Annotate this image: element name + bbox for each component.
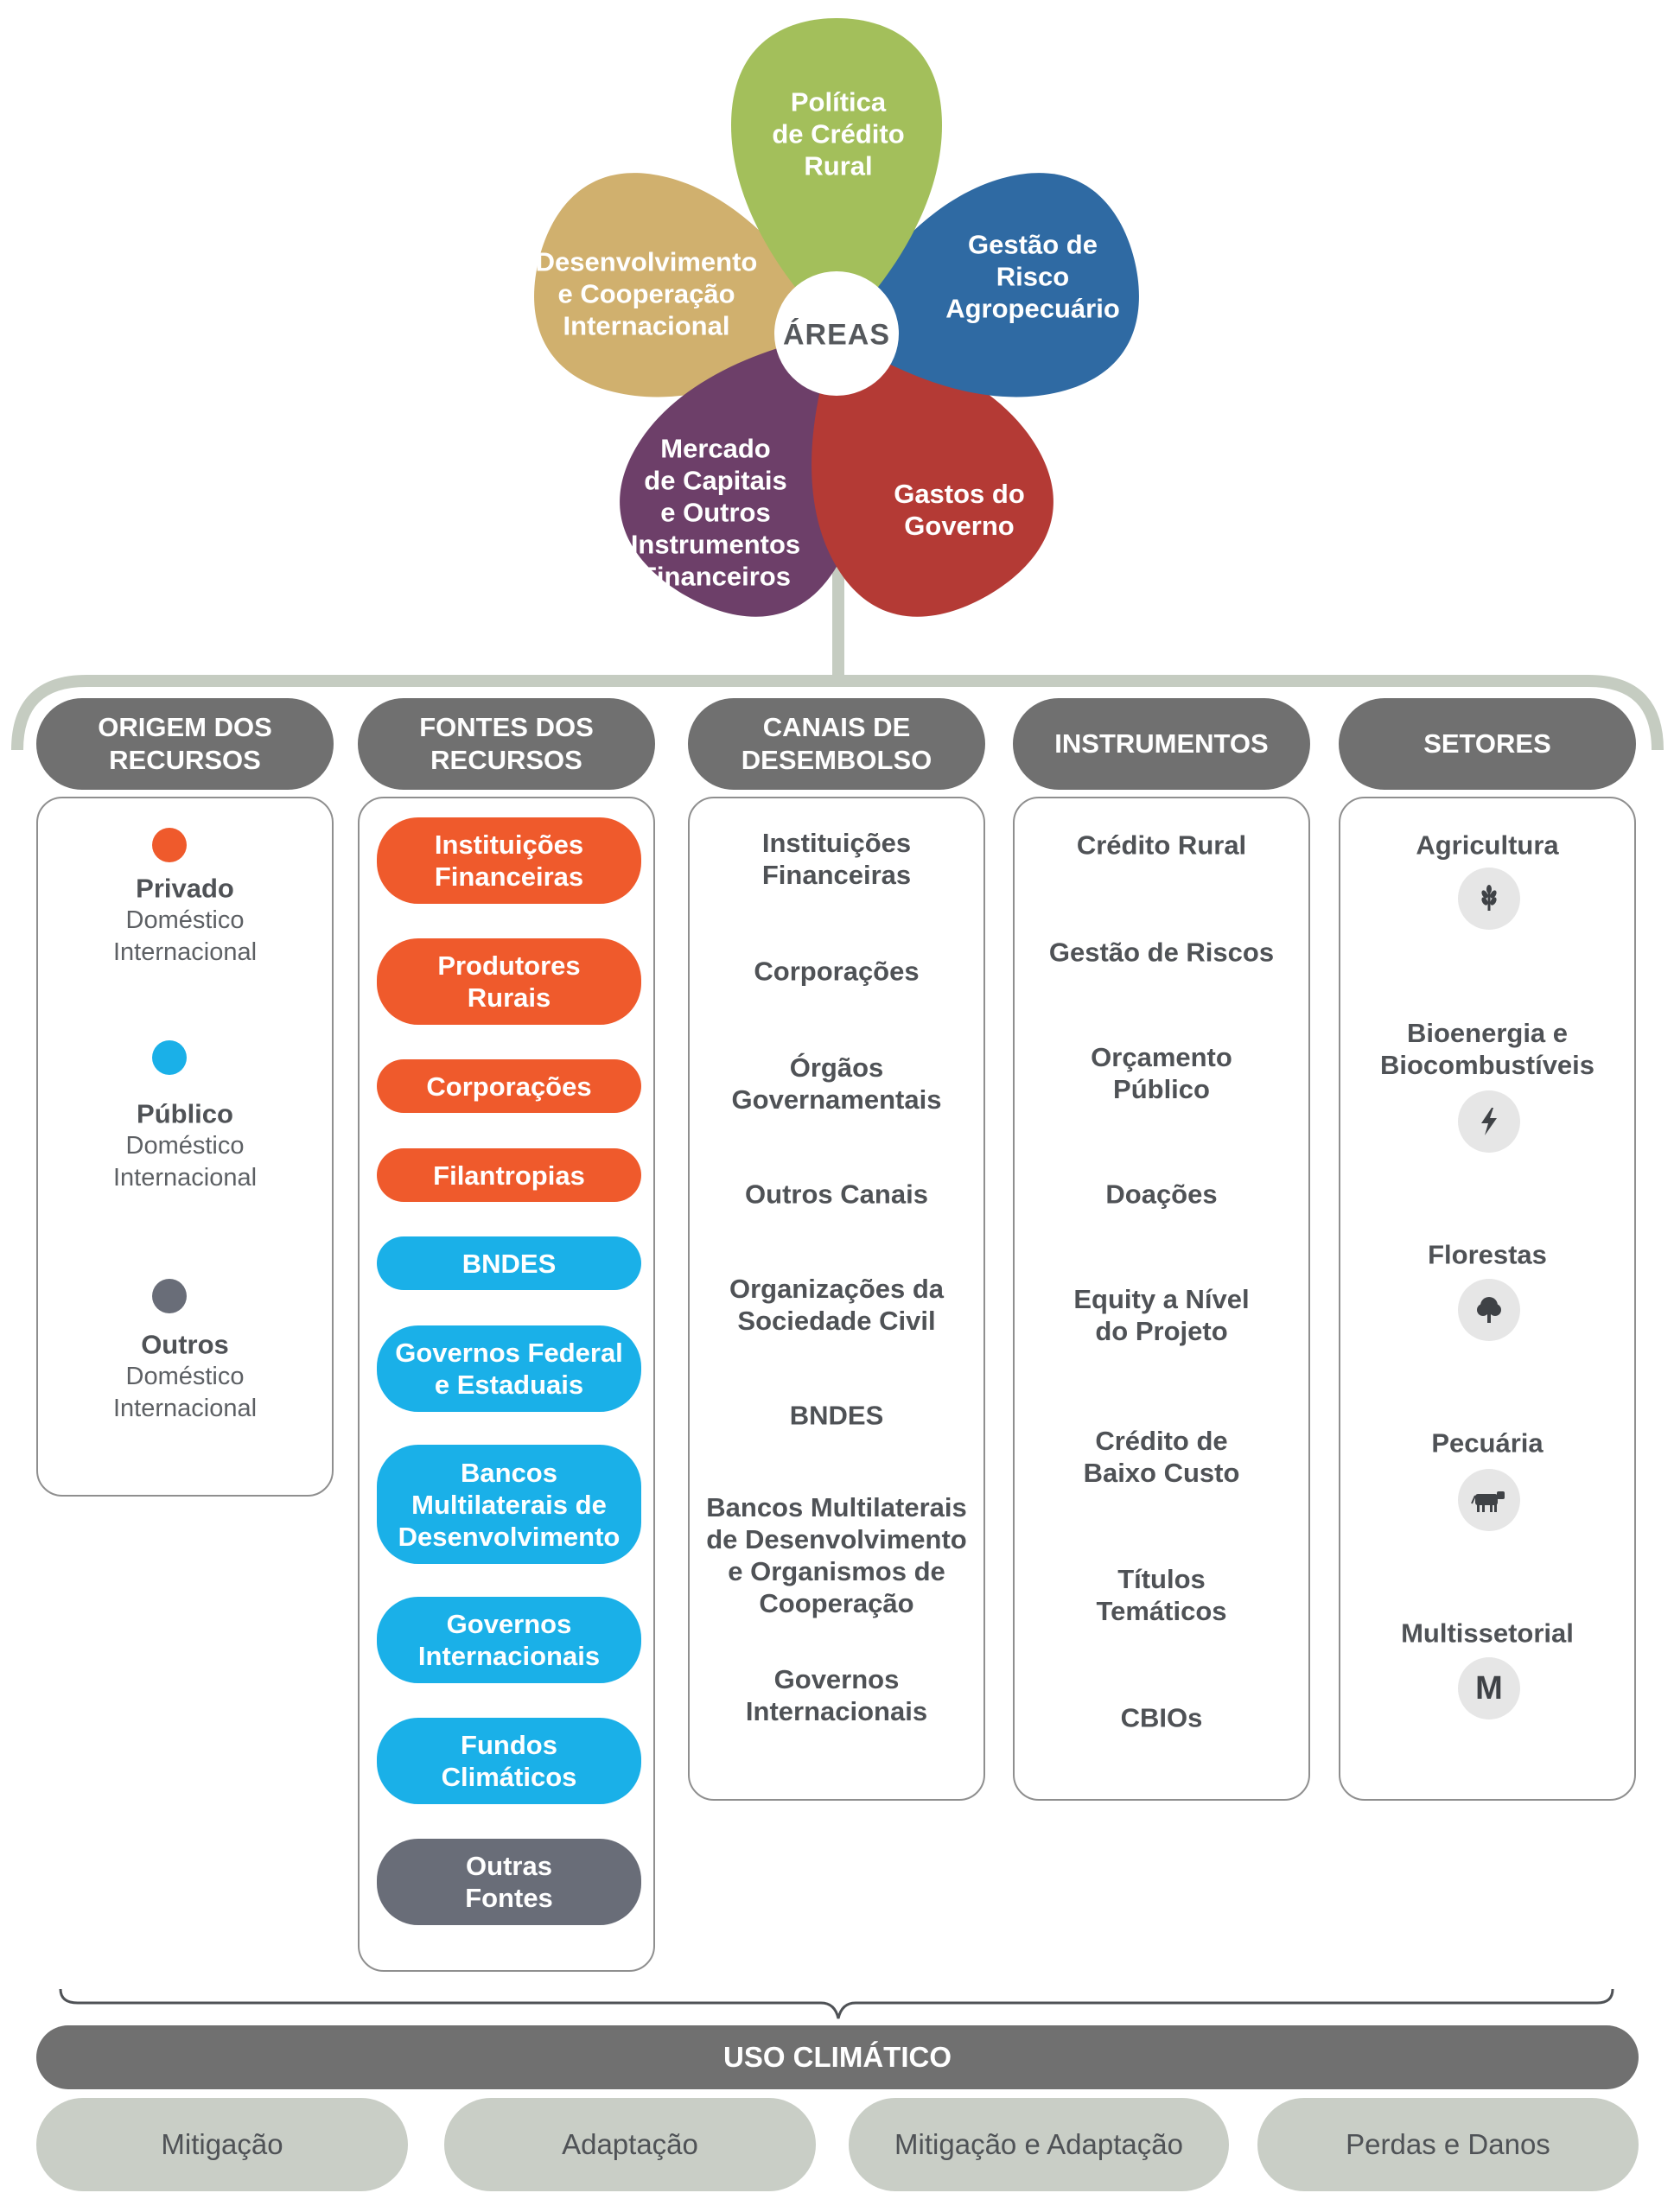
publico-dot — [152, 1040, 187, 1075]
fontes-box: Instituições Financeiras Produtores Rura… — [358, 797, 655, 1972]
fonte-produtores-rurais: Produtores Rurais — [377, 938, 641, 1025]
origem-title-privado: Privado — [136, 873, 234, 904]
header-origem: ORIGEM DOS RECURSOS — [36, 698, 334, 790]
header-instrumentos: INSTRUMENTOS — [1013, 698, 1310, 790]
uso-climatico-bar: USO CLIMÁTICO — [36, 2025, 1639, 2089]
instrumento-orcamento-publico: Orçamento Público — [1091, 1042, 1232, 1104]
privado-dot — [152, 828, 187, 862]
petal-label-credito-rural: Política de Crédito Rural — [772, 86, 905, 181]
canal-bancos-multilaterais: Bancos Multilaterais de Desenvolvimento … — [706, 1492, 967, 1618]
canal-outros-canais: Outros Canais — [745, 1179, 928, 1210]
petal-credito-rural — [731, 18, 942, 334]
petal-label-mercado-capitais: Mercado de Capitais e Outros Instrumento… — [630, 433, 801, 592]
origem-box: Privado Doméstico Internacional Público … — [36, 797, 334, 1497]
fonte-filantropias: Filantropias — [377, 1148, 641, 1202]
petal-label-gastos-governo: Gastos do Governo — [894, 479, 1025, 541]
canal-instituicoes-financeiras: Instituições Financeiras — [761, 828, 912, 890]
tree-icon — [1458, 1279, 1520, 1341]
wheat-icon — [1458, 868, 1520, 930]
canal-governos-internacionais: Governos Internacionais — [745, 1664, 928, 1726]
petal-desenvolvimento — [534, 173, 837, 397]
setor-florestas-label: Florestas — [1428, 1239, 1547, 1270]
setor-multissetorial-label: Multissetorial — [1401, 1618, 1574, 1649]
header-fontes: FONTES DOS RECURSOS — [358, 698, 655, 790]
flower-center — [774, 271, 899, 396]
header-setores: SETORES — [1339, 698, 1636, 790]
instrumentos-box: Crédito Rural Gestão de Riscos Orçamento… — [1013, 797, 1310, 1801]
uso-adaptacao: Adaptação — [444, 2098, 816, 2191]
fonte-fundos-climaticos: Fundos Climáticos — [377, 1718, 641, 1804]
canais-box: Instituições Financeiras Corporações Órg… — [688, 797, 985, 1801]
setor-agricultura-label: Agricultura — [1416, 830, 1559, 861]
uso-perdas-danos: Perdas e Danos — [1257, 2098, 1639, 2191]
fonte-outras-fontes: Outras Fontes — [377, 1839, 641, 1925]
petal-label-desenvolvimento: Desenvolvimento e Cooperação Internacion… — [535, 246, 758, 341]
setor-bioenergia-label: Bioenergia e Biocombustíveis — [1379, 1018, 1595, 1080]
header-canais: CANAIS DE DESEMBOLSO — [688, 698, 985, 790]
flower-center-label: ÁREAS — [782, 318, 891, 352]
setor-pecuaria-label: Pecuária — [1431, 1427, 1544, 1459]
origem-sub-privado: Doméstico Internacional — [112, 906, 258, 966]
instrumento-titulos-tematicos: Títulos Temáticos — [1096, 1564, 1227, 1626]
letter-m-icon: M — [1458, 1657, 1520, 1719]
origem-sub-outros: Doméstico Internacional — [112, 1363, 258, 1422]
outros-dot — [152, 1279, 187, 1313]
fonte-governos-federal-estaduais: Governos Federal e Estaduais — [377, 1325, 641, 1412]
instrumento-cbios: CBIOs — [1120, 1702, 1203, 1733]
canal-corporacoes: Corporações — [754, 956, 920, 987]
canal-organizacoes-sociedade-civil: Organizações da Sociedade Civil — [729, 1274, 945, 1336]
instrumento-credito-baixo-custo: Crédito de Baixo Custo — [1083, 1426, 1240, 1488]
origem-title-outros: Outros — [141, 1329, 229, 1360]
fonte-bndes: BNDES — [377, 1236, 641, 1290]
petal-mercado-capitais — [620, 334, 862, 617]
origem-title-publico: Público — [137, 1098, 233, 1129]
setores-box: Agricultura Bioenergia e Biocombustíveis… — [1339, 797, 1636, 1801]
lightning-icon — [1458, 1090, 1520, 1153]
instrumento-gestao-riscos: Gestão de Riscos — [1048, 937, 1275, 968]
instrumento-doacoes: Doações — [1105, 1179, 1218, 1210]
petal-gastos-governo — [812, 334, 1053, 617]
fonte-instituicoes-financeiras: Instituições Financeiras — [377, 817, 641, 904]
uso-brace — [59, 1988, 1614, 2019]
uso-mitigacao: Mitigação — [36, 2098, 408, 2191]
petal-label-gestao-risco: Gestão de Risco Agropecuário — [945, 229, 1120, 324]
branch-connector — [11, 675, 1664, 751]
fonte-governos-internacionais: Governos Internacionais — [377, 1597, 641, 1683]
instrumento-equity: Equity a Nível do Projeto — [1073, 1284, 1250, 1346]
fonte-corporacoes: Corporações — [377, 1059, 641, 1113]
fonte-bancos-multilaterais: Bancos Multilaterais de Desenvolvimento — [377, 1445, 641, 1564]
uso-mitigacao-adaptacao: Mitigação e Adaptação — [849, 2098, 1229, 2191]
origem-sub-publico: Doméstico Internacional — [112, 1132, 258, 1192]
canal-orgaos-governamentais: Órgãos Governamentais — [731, 1052, 942, 1115]
instrumento-credito-rural: Crédito Rural — [1076, 830, 1247, 861]
petal-gestao-risco — [837, 173, 1139, 397]
cow-icon — [1458, 1469, 1520, 1531]
canal-bndes: BNDES — [789, 1400, 884, 1431]
